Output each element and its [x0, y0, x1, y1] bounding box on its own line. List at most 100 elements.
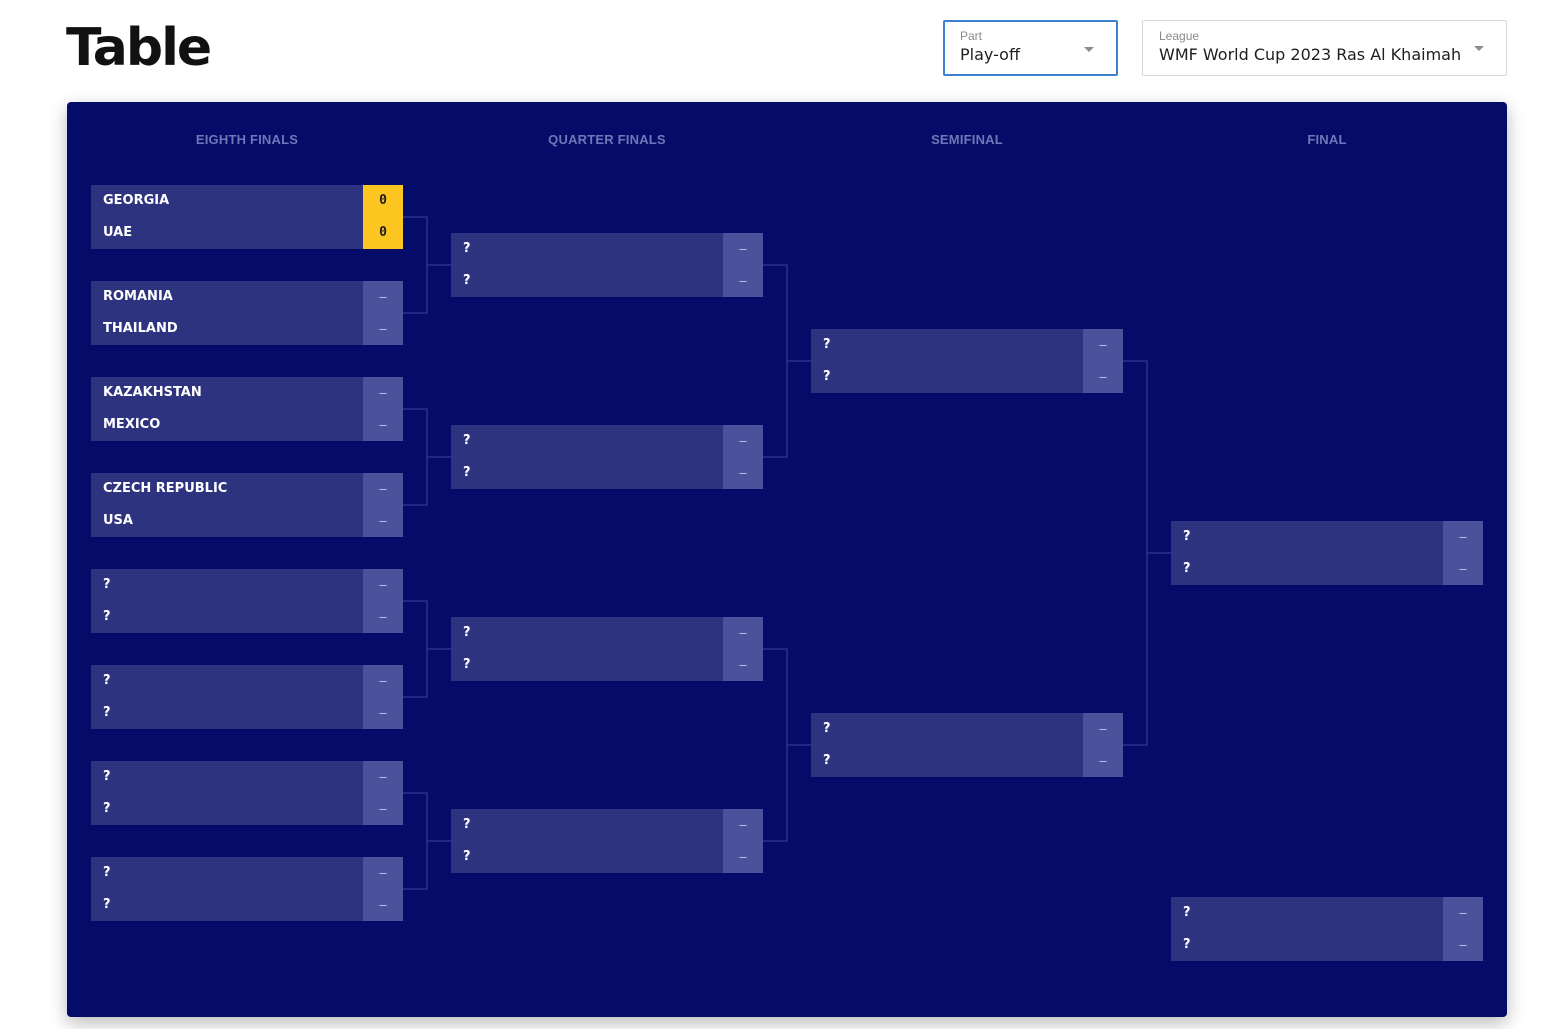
team-score: – [1443, 553, 1483, 585]
team-name: ? [463, 657, 471, 672]
round-title-quarter-finals: QUARTER FINALS [548, 132, 666, 147]
part-select-label: Part [960, 29, 983, 43]
team-name: ? [1183, 561, 1191, 576]
team-score: – [363, 857, 403, 889]
team-score: 0 [363, 185, 403, 217]
chevron-down-icon[interactable] [1084, 47, 1094, 52]
league-select[interactable]: League WMF World Cup 2023 Ras Al Khaimah [1142, 20, 1507, 76]
connector-line [763, 648, 788, 842]
team-row-away: MEXICO– [91, 409, 403, 441]
match-card[interactable]: ?– ?– [811, 329, 1123, 393]
match-card[interactable]: GEORGIA 0 UAE 0 [91, 185, 403, 249]
team-score: – [723, 617, 763, 649]
team-score: – [363, 889, 403, 921]
team-name: ? [103, 897, 111, 912]
team-row-home: CZECH REPUBLIC– [91, 473, 403, 505]
round-title-semifinal: SEMIFINAL [931, 132, 1003, 147]
match-card[interactable]: ?– ?– [91, 857, 403, 921]
team-name: GEORGIA [103, 193, 170, 208]
team-name: ? [103, 865, 111, 880]
team-row-home: GEORGIA 0 [91, 185, 403, 217]
team-score: – [1083, 361, 1123, 393]
team-row-away: ?– [811, 745, 1123, 777]
team-score: – [363, 409, 403, 441]
team-score: – [1083, 713, 1123, 745]
team-row-away: ?– [451, 841, 763, 873]
team-score: – [1443, 929, 1483, 961]
team-name: ? [103, 577, 111, 592]
team-row-home: ?– [1171, 897, 1483, 929]
match-card[interactable]: ?– ?– [451, 425, 763, 489]
team-name: ? [823, 369, 831, 384]
team-row-away: ?– [1171, 553, 1483, 585]
round-title-eighth-finals: EIGHTH FINALS [195, 132, 299, 147]
connector-line [403, 408, 428, 506]
team-row-away: THAILAND– [91, 313, 403, 345]
match-card[interactable]: ?– ?– [451, 617, 763, 681]
team-name: ? [463, 849, 471, 864]
connector-line [763, 264, 788, 458]
chevron-down-icon[interactable] [1474, 46, 1484, 51]
team-score: – [363, 281, 403, 313]
playoff-bracket: EIGHTH FINALS QUARTER FINALS SEMIFINAL F… [67, 102, 1507, 1017]
team-name: USA [103, 513, 133, 528]
team-score: – [723, 809, 763, 841]
match-card[interactable]: ?– ?– [451, 233, 763, 297]
team-row-away: UAE 0 [91, 217, 403, 249]
team-row-away: ?– [91, 889, 403, 921]
team-row-home: ?– [91, 569, 403, 601]
team-name: KAZAKHSTAN [103, 385, 202, 400]
team-row-away: ?– [91, 697, 403, 729]
team-row-home: ?– [451, 425, 763, 457]
team-score: – [363, 569, 403, 601]
team-score: – [363, 601, 403, 633]
match-card[interactable]: ROMANIA – THAILAND– [91, 281, 403, 345]
match-card[interactable]: CZECH REPUBLIC– USA – [91, 473, 403, 537]
team-name: UAE [103, 225, 133, 240]
team-name: ? [103, 705, 111, 720]
team-score: 0 [363, 217, 403, 249]
team-score: – [723, 457, 763, 489]
team-score: – [363, 697, 403, 729]
team-score: – [363, 505, 403, 537]
team-score: – [363, 473, 403, 505]
team-row-home: ?– [91, 761, 403, 793]
match-card[interactable]: KAZAKHSTAN– MEXICO– [91, 377, 403, 441]
league-select-label: League [1159, 29, 1200, 43]
team-name: ? [463, 241, 471, 256]
team-score: – [1443, 897, 1483, 929]
team-name: ? [463, 465, 471, 480]
part-select[interactable]: Part Play-off [943, 20, 1118, 76]
team-name: THAILAND [103, 321, 178, 336]
match-card[interactable]: ?– ?– [1171, 897, 1483, 961]
connector-line [403, 600, 428, 698]
team-row-home: ?– [811, 713, 1123, 745]
match-card[interactable]: ?– ?– [451, 809, 763, 873]
team-name: ? [463, 273, 471, 288]
team-score: – [363, 793, 403, 825]
team-row-home: ?– [451, 617, 763, 649]
team-name: ? [103, 609, 111, 624]
team-row-home: ?– [451, 809, 763, 841]
match-card[interactable]: ?– ?– [811, 713, 1123, 777]
team-row-home: ?– [451, 233, 763, 265]
league-select-value: WMF World Cup 2023 Ras Al Khaimah [1159, 45, 1462, 64]
page-title: Table [66, 18, 212, 78]
team-name: ? [463, 433, 471, 448]
team-row-home: ?– [811, 329, 1123, 361]
team-name: ? [1183, 529, 1191, 544]
team-score: – [723, 233, 763, 265]
match-card[interactable]: ?– ?– [91, 761, 403, 825]
match-card[interactable]: ?– ?– [1171, 521, 1483, 585]
connector-line [403, 792, 428, 890]
team-row-home: KAZAKHSTAN– [91, 377, 403, 409]
team-score: – [363, 761, 403, 793]
match-card[interactable]: ?– ?– [91, 665, 403, 729]
team-name: ROMANIA [103, 289, 173, 304]
team-row-home: ?– [91, 665, 403, 697]
team-row-away: ?– [451, 265, 763, 297]
team-row-away: ?– [1171, 929, 1483, 961]
team-score: – [1083, 329, 1123, 361]
match-card[interactable]: ?– ?– [91, 569, 403, 633]
team-score: – [1083, 745, 1123, 777]
